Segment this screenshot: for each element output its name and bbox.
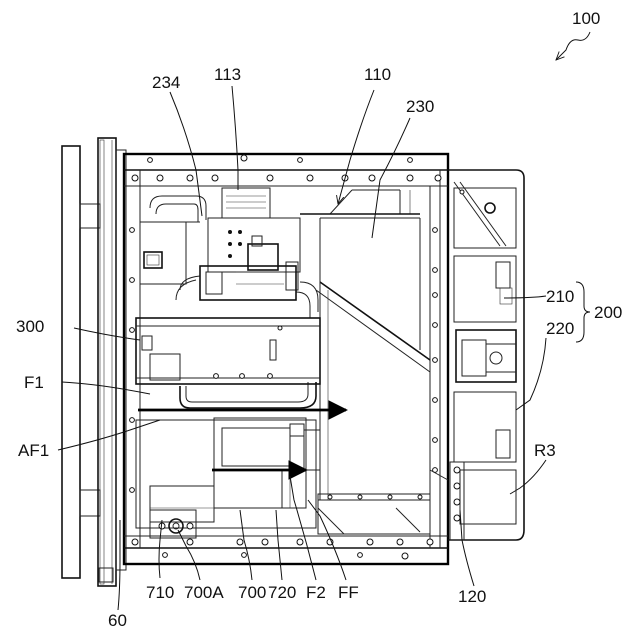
label-60: 60 [108,611,127,630]
lower-right-frame [318,470,448,534]
leader-60 [118,520,120,610]
label-210: 210 [546,287,574,306]
leader-720 [276,510,282,580]
label-700: 700 [238,583,266,602]
leader-110 [338,90,374,204]
leader-210 [504,296,546,298]
reference-labels: 100 234 113 110 230 300 F1 AF1 210 200 2… [16,9,622,630]
bottom-rail-holes [132,539,433,559]
label-720: 720 [268,583,296,602]
label-ff: FF [338,583,359,602]
label-110: 110 [364,65,391,84]
leader-120 [460,510,474,586]
label-120: 120 [458,587,486,606]
top-rail-holes [132,155,441,181]
label-230: 230 [406,97,434,116]
unit-700 [136,418,320,538]
label-700a: 700A [184,583,224,602]
label-f1: F1 [24,373,44,392]
right-module-200 [448,170,524,540]
leader-af1 [58,420,160,450]
component-234 [140,222,200,284]
label-f2: F2 [306,583,326,602]
label-r3: R3 [534,441,556,460]
front-panel [62,138,126,586]
label-200: 200 [594,303,622,322]
label-300: 300 [16,317,44,336]
main-housing [124,154,448,564]
label-100: 100 [572,9,600,28]
label-113: 113 [214,65,241,84]
upper-pipes [150,196,318,408]
unit-300 [136,318,320,384]
bracket-200 [576,282,590,342]
side-rail-holes [130,228,438,493]
label-710: 710 [146,583,174,602]
leader-220 [516,338,546,410]
leader-230 [372,118,410,238]
label-220: 220 [546,319,574,338]
leader-ff [308,500,346,580]
label-af1: AF1 [18,441,49,460]
label-234: 234 [152,73,180,92]
leader-lines [58,32,590,610]
component-113 [200,188,300,300]
airflow-arrows [138,410,346,470]
leader-r3 [510,460,546,494]
leader-113 [232,86,238,190]
leader-100 [556,32,590,60]
